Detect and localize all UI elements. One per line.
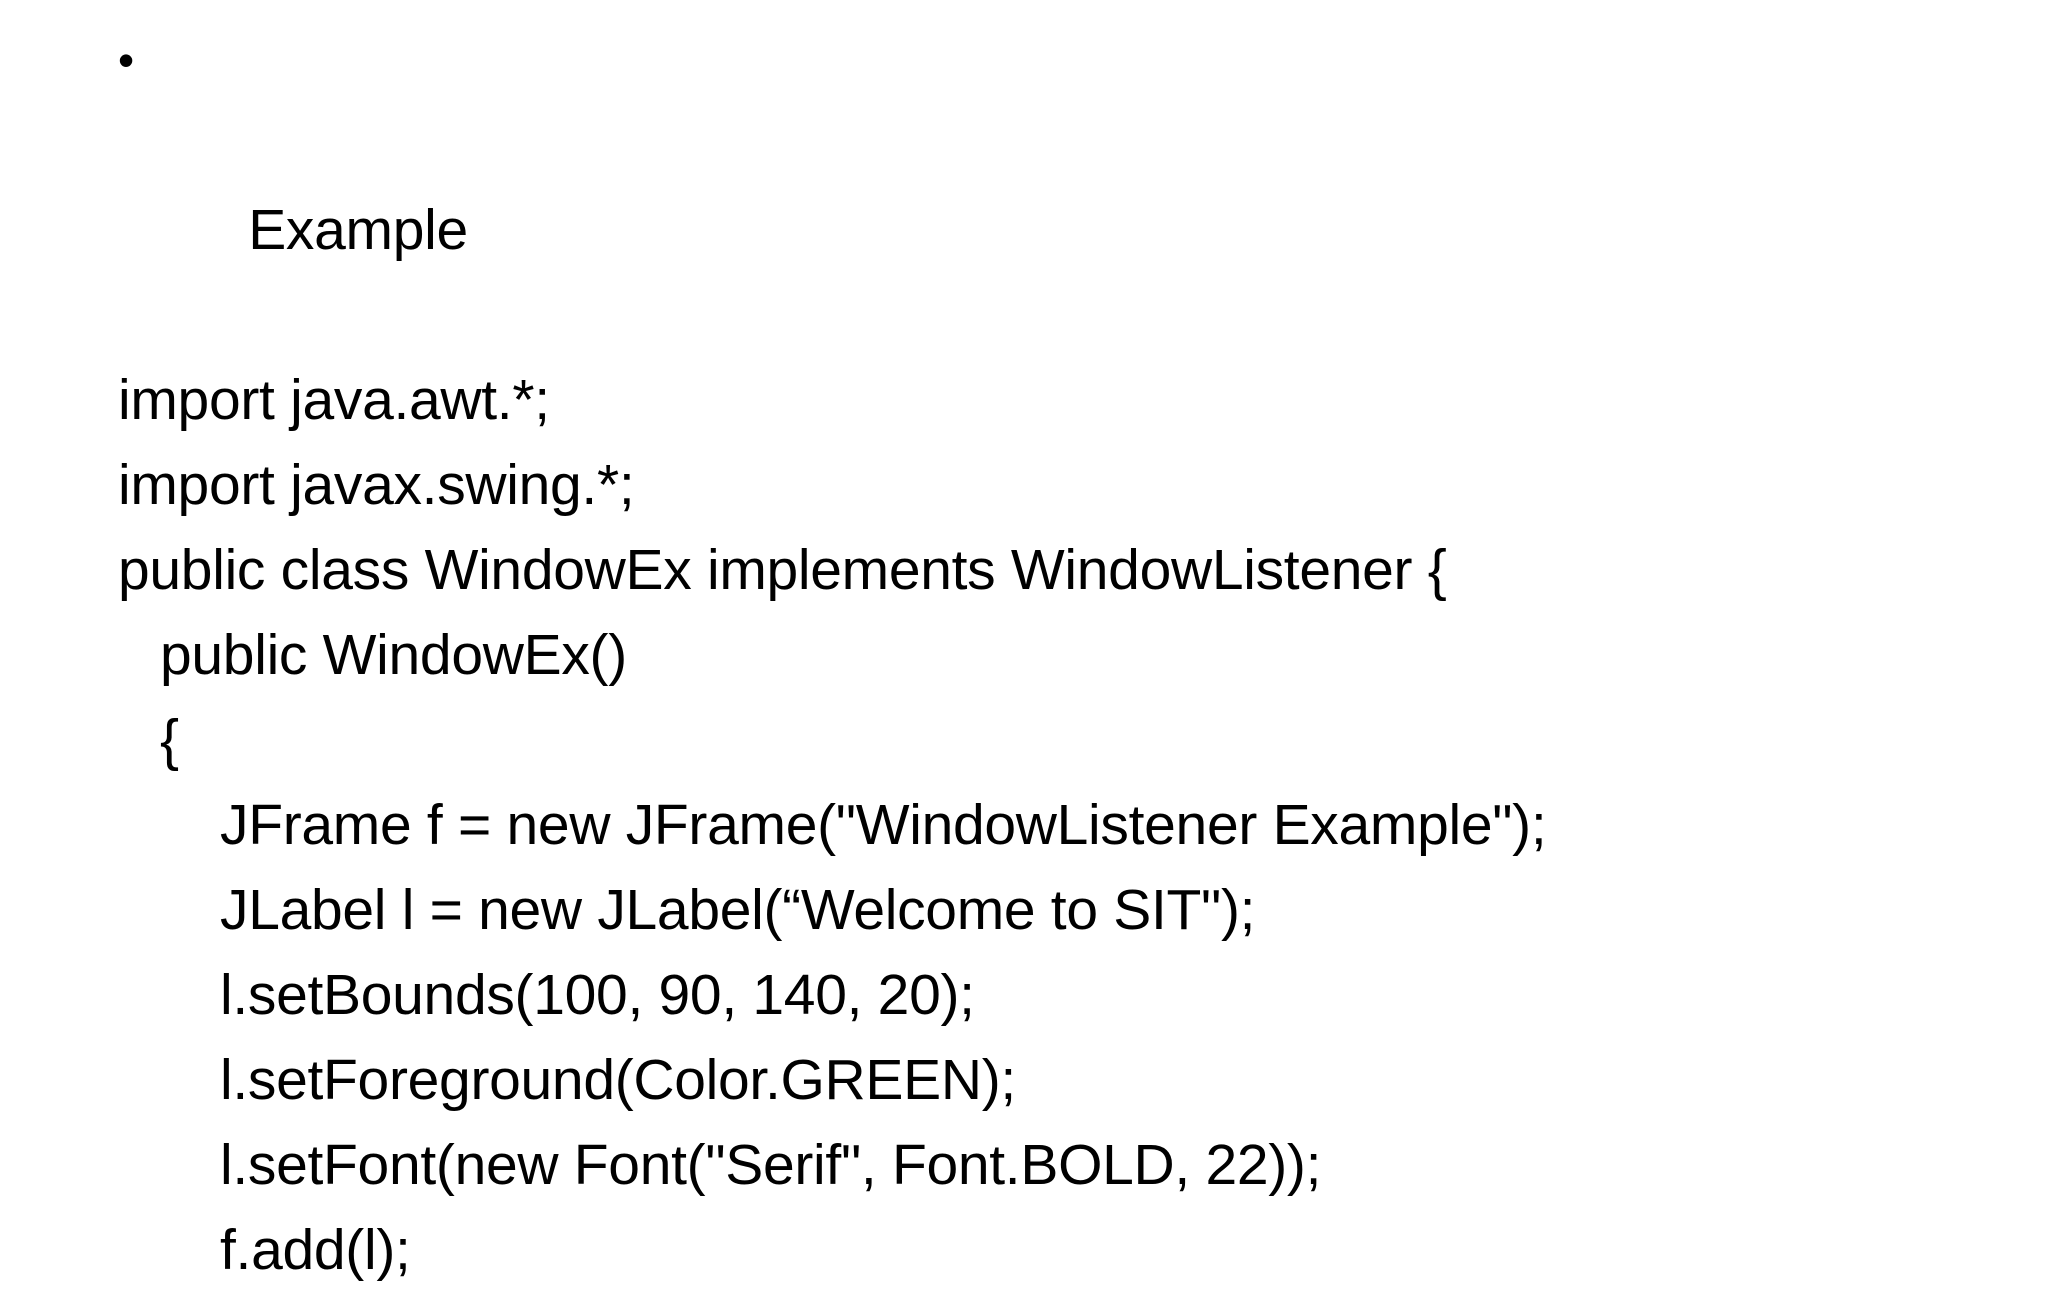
code-line-class-declaration: public class WindowEx implements WindowL… <box>118 538 1447 602</box>
code-line-jlabel-new: JLabel l = new JLabel(“Welcome to SIT"); <box>220 878 1256 942</box>
code-line-import-swing: import javax.swing.*; <box>118 453 635 517</box>
code-line-import-awt: import java.awt.*; <box>118 368 550 432</box>
code-listing: • Example import java.awt.*; import java… <box>0 18 2048 1293</box>
bullet-icon: • <box>118 34 134 86</box>
bullet-heading-example: • Example <box>0 18 2048 358</box>
bullet-heading-label: Example <box>248 198 468 262</box>
code-line-open-brace: { <box>160 708 179 772</box>
code-line-setforeground: l.setForeground(Color.GREEN); <box>220 1048 1016 1112</box>
code-line-setbounds: l.setBounds(100, 90, 140, 20); <box>220 963 975 1027</box>
code-line-frame-add: f.add(l); <box>220 1218 411 1282</box>
code-line-jframe-new: JFrame f = new JFrame("WindowListener Ex… <box>220 793 1547 857</box>
code-line-constructor-signature: public WindowEx() <box>160 623 627 687</box>
code-line-setfont: l.setFont(new Font("Serif", Font.BOLD, 2… <box>220 1133 1322 1197</box>
slide-canvas: • Example import java.awt.*; import java… <box>118 34 1547 1282</box>
